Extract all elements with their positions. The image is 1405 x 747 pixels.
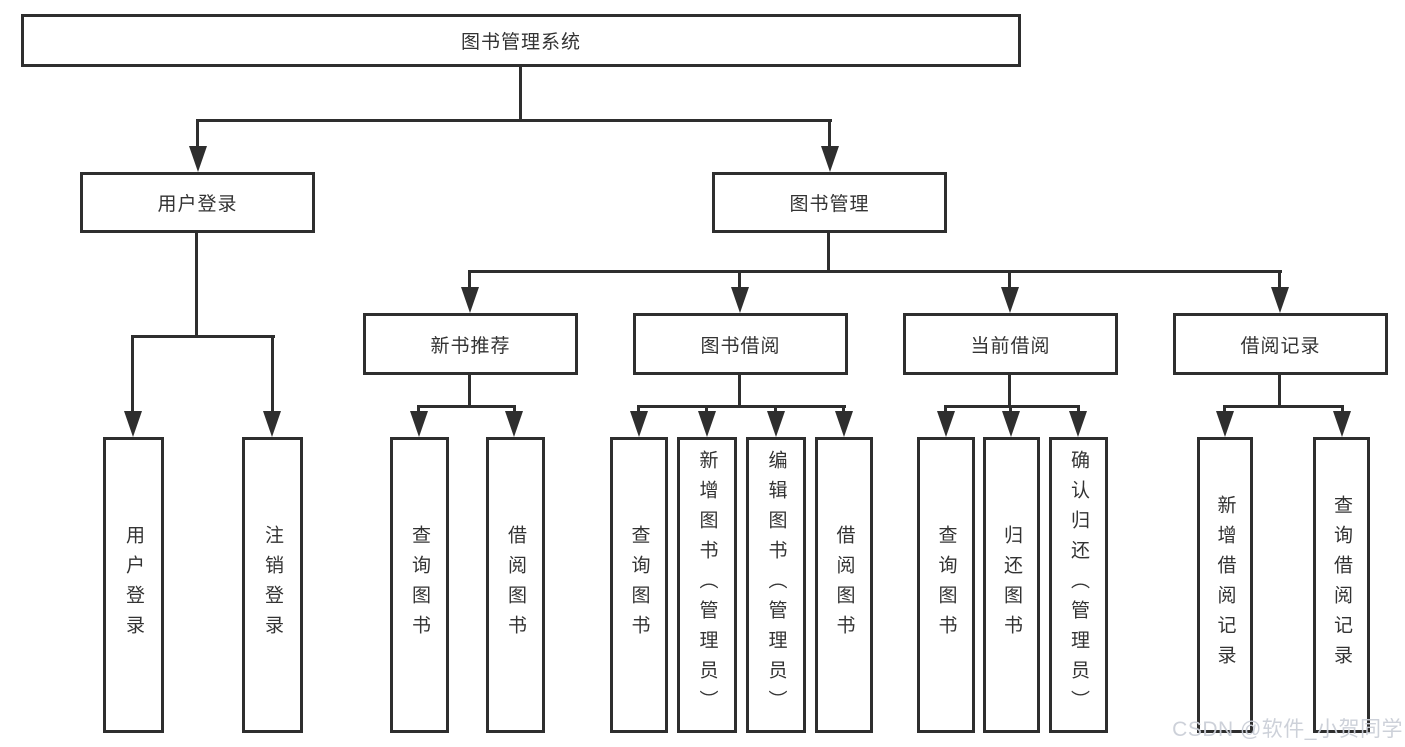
leaf-query-books-recommend: 查询图书 xyxy=(390,437,449,733)
arrow-down-icon xyxy=(1002,411,1020,437)
connector-login-branch xyxy=(131,335,275,338)
connector-arrow-line xyxy=(1223,405,1226,414)
leaf-label: 用户登录 xyxy=(123,525,144,645)
node-current-borrow: 当前借阅 xyxy=(903,313,1118,375)
leaf-label: 编辑图书（管理员） xyxy=(765,450,787,720)
node-label: 新书推荐 xyxy=(430,335,511,357)
csdn-watermark: CSDN @软件_小贺同学 xyxy=(1172,718,1403,741)
arrow-down-icon xyxy=(1001,287,1019,313)
arrow-down-icon xyxy=(937,411,955,437)
node-library-management-system: 图书管理系统 xyxy=(21,14,1021,67)
arrow-down-icon xyxy=(630,411,648,437)
arrow-down-icon xyxy=(124,411,142,437)
connector-arrow-line xyxy=(1077,405,1080,414)
arrow-down-icon xyxy=(1333,411,1351,437)
connector-records-stem xyxy=(1278,373,1281,407)
connector-current-stem xyxy=(1008,373,1011,407)
connector-arrow-line xyxy=(271,335,274,413)
connector-arrow-line xyxy=(1278,270,1281,289)
leaf-edit-book-admin: 编辑图书（管理员） xyxy=(746,437,806,733)
connector-arrow-line xyxy=(1008,270,1011,289)
leaf-borrow-books-recommend: 借阅图书 xyxy=(486,437,545,733)
connector-arrow-line xyxy=(1341,405,1344,414)
arrow-down-icon xyxy=(821,146,839,172)
leaf-label: 查询借阅记录 xyxy=(1331,495,1352,675)
node-user-login: 用户登录 xyxy=(80,172,315,233)
leaf-add-borrow-record: 新增借阅记录 xyxy=(1197,437,1253,733)
node-borrow-records: 借阅记录 xyxy=(1173,313,1388,375)
leaf-query-books-current: 查询图书 xyxy=(917,437,975,733)
arrow-down-icon xyxy=(461,287,479,313)
arrow-down-icon xyxy=(767,411,785,437)
leaf-label: 借阅图书 xyxy=(833,525,855,645)
arrow-down-icon xyxy=(410,411,428,437)
leaf-return-book: 归还图书 xyxy=(983,437,1040,733)
node-new-book-recommend: 新书推荐 xyxy=(363,313,578,375)
node-label: 当前借阅 xyxy=(970,335,1051,357)
node-label: 图书管理 xyxy=(789,194,870,215)
leaf-label: 借阅图书 xyxy=(505,525,526,645)
connector-arrow-line xyxy=(637,405,640,414)
arrow-down-icon xyxy=(505,411,523,437)
leaf-borrow-books-borrow: 借阅图书 xyxy=(815,437,873,733)
leaf-label: 查询图书 xyxy=(628,525,650,645)
leaf-label: 归还图书 xyxy=(1001,525,1022,645)
connector-manage-stem xyxy=(827,231,830,273)
arrow-down-icon xyxy=(1271,287,1289,313)
node-book-management: 图书管理 xyxy=(712,172,947,233)
node-label: 借阅记录 xyxy=(1240,335,1321,357)
node-label: 图书管理系统 xyxy=(460,32,581,53)
arrow-down-icon xyxy=(263,411,281,437)
arrow-down-icon xyxy=(1069,411,1087,437)
leaf-label: 新增借阅记录 xyxy=(1214,495,1236,675)
connector-borrow-branch xyxy=(637,405,846,408)
leaf-query-borrow-record: 查询借阅记录 xyxy=(1313,437,1370,733)
connector-borrow-stem xyxy=(738,373,741,407)
leaf-label: 查询图书 xyxy=(935,525,957,645)
connector-arrow-line xyxy=(131,335,134,413)
connector-arrow-line xyxy=(468,270,471,289)
connector-login-stem xyxy=(195,231,198,337)
leaf-label: 注销登录 xyxy=(262,525,283,645)
leaf-confirm-return-admin: 确认归还（管理员） xyxy=(1049,437,1108,733)
leaf-label: 新增图书（管理员） xyxy=(696,450,718,720)
connector-arrow-line xyxy=(705,405,708,414)
connector-recommend-stem xyxy=(468,373,471,407)
connector-arrow-line xyxy=(513,405,516,414)
leaf-user-login: 用户登录 xyxy=(103,437,164,733)
connector-arrow-line xyxy=(944,405,947,414)
connector-current-branch xyxy=(944,405,1080,408)
node-label: 用户登录 xyxy=(157,194,238,215)
arrow-down-icon xyxy=(698,411,716,437)
arrow-down-icon xyxy=(731,287,749,313)
connector-arrow-line xyxy=(1009,405,1012,414)
connector-arrow-line xyxy=(842,405,845,414)
leaf-add-book-admin: 新增图书（管理员） xyxy=(677,437,737,733)
connector-records-branch xyxy=(1223,405,1344,408)
connector-arrow-line xyxy=(774,405,777,414)
arrow-down-icon xyxy=(1216,411,1234,437)
leaf-query-books-borrow: 查询图书 xyxy=(610,437,668,733)
connector-root-stem xyxy=(519,66,522,120)
arrow-down-icon xyxy=(189,146,207,172)
connector-recommend-branch xyxy=(417,405,516,408)
connector-arrow-line xyxy=(738,270,741,289)
connector-level2-branch xyxy=(196,119,832,122)
arrow-down-icon xyxy=(835,411,853,437)
leaf-label: 确认归还（管理员） xyxy=(1068,450,1089,720)
connector-arrow-line xyxy=(417,405,420,414)
node-label: 图书借阅 xyxy=(700,335,781,357)
connector-arrow-line xyxy=(196,119,199,149)
connector-level3-branch xyxy=(468,270,1282,273)
connector-arrow-line xyxy=(828,119,831,149)
node-book-borrow: 图书借阅 xyxy=(633,313,848,375)
leaf-label: 查询图书 xyxy=(409,525,430,645)
leaf-logout: 注销登录 xyxy=(242,437,303,733)
